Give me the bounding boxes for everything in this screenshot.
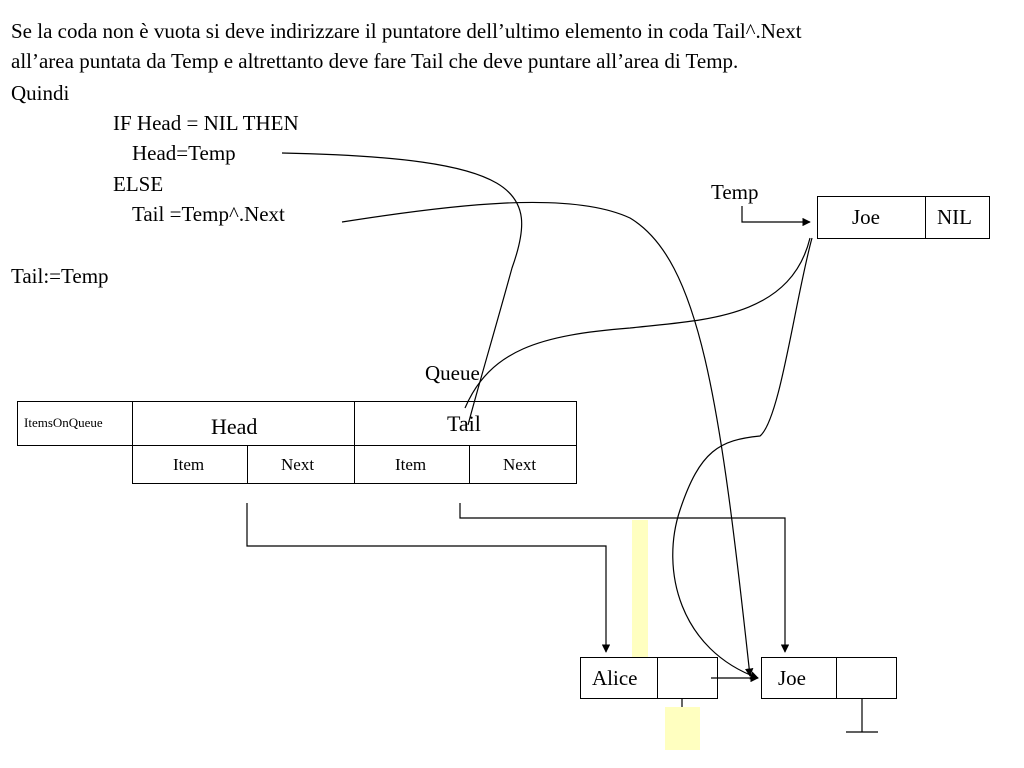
- temp-node-value: Joe: [852, 205, 880, 229]
- code-line-tail-assign: Tail:=Temp: [11, 264, 109, 288]
- joe-value-cell: Joe: [761, 657, 837, 699]
- head-item-cell: Item: [132, 445, 248, 484]
- tail-next-label: Next: [503, 455, 537, 474]
- joe-value: Joe: [778, 666, 806, 690]
- temp-to-queue-curve: [464, 237, 811, 409]
- head-label: Head: [211, 414, 258, 439]
- tail-cell: Tail: [354, 401, 577, 446]
- code-line-tail-next: Tail =Temp^.Next: [132, 202, 285, 226]
- items-on-queue-label: ItemsOnQueue: [24, 415, 103, 430]
- tail-pointer-arrow: [459, 503, 790, 653]
- temp-node: Joe NIL: [817, 196, 990, 239]
- joe-node: Joe: [761, 657, 897, 699]
- tail-next-cell: Next: [469, 445, 577, 484]
- intro-line-2: all’area puntata da Temp e altrettanto d…: [11, 49, 739, 73]
- head-next-label: Next: [281, 455, 315, 474]
- highlight-bar-vertical: [632, 520, 648, 665]
- items-on-queue-cell: ItemsOnQueue: [17, 401, 133, 446]
- temp-to-joe-loop: [672, 237, 813, 680]
- alice-node: Alice: [580, 657, 718, 699]
- tail-item-label: Item: [395, 455, 427, 474]
- temp-pointer-label: Temp: [711, 180, 759, 204]
- joe-nil-ground: [846, 699, 878, 733]
- highlight-bar-small: [665, 707, 700, 750]
- tail-item-cell: Item: [354, 445, 470, 484]
- intro-line-3: Quindi: [11, 81, 70, 105]
- alice-value: Alice: [592, 666, 638, 690]
- tail-next-curve: [341, 201, 754, 677]
- head-item-label: Item: [173, 455, 205, 474]
- code-line-else: ELSE: [113, 172, 164, 196]
- head-pointer-arrow: [246, 503, 611, 653]
- code-line-if: IF Head = NIL THEN: [113, 111, 299, 135]
- tail-label: Tail: [447, 411, 481, 436]
- intro-line-1: Se la coda non è vuota si deve indirizza…: [11, 19, 802, 43]
- temp-node-value-cell: Joe: [817, 196, 926, 239]
- temp-node-next: NIL: [937, 205, 972, 229]
- head-temp-curve: [281, 152, 523, 426]
- head-cell: Head: [132, 401, 355, 446]
- head-next-cell: Next: [247, 445, 355, 484]
- code-line-head-assign: Head=Temp: [132, 141, 236, 165]
- queue-label: Queue: [425, 361, 480, 385]
- alice-value-cell: Alice: [580, 657, 658, 699]
- temp-pointer-arrow: [741, 206, 811, 227]
